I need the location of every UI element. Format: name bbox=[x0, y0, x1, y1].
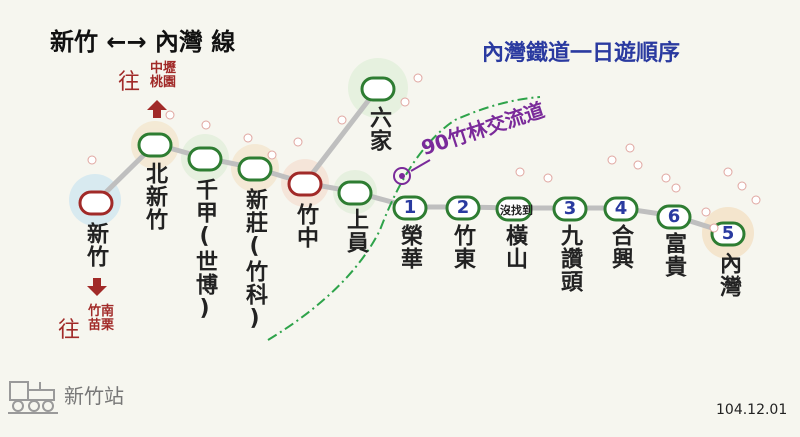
north-direction-dest: 中壢 桃園 bbox=[150, 62, 176, 90]
footer-station-label: 新竹站 bbox=[64, 384, 124, 408]
south-dest-line2: 苗栗 bbox=[88, 318, 115, 333]
station-label: 合興 bbox=[608, 224, 633, 270]
footer-date: 104.12.01 bbox=[716, 402, 788, 418]
station-label: 北新竹 bbox=[142, 162, 167, 231]
station-label: 六家 bbox=[366, 106, 391, 152]
station-label: 富貴 bbox=[661, 232, 686, 278]
visit-order-number: 1 bbox=[403, 197, 417, 218]
station-fugui[interactable] bbox=[656, 204, 692, 230]
station-label: 竹東 bbox=[450, 224, 475, 270]
not-found-note: 沒找到 bbox=[500, 204, 533, 217]
station-ronghua[interactable] bbox=[392, 195, 428, 221]
station-north-hsinchu[interactable] bbox=[137, 132, 173, 158]
station-label: 千甲(世博) bbox=[192, 178, 217, 322]
exit-pointer bbox=[410, 159, 431, 172]
map-title: 新竹 ←→ 內灣 線 bbox=[50, 28, 236, 56]
map-subtitle: 內灣鐵道一日遊順序 bbox=[482, 41, 681, 66]
station-xinzhuang[interactable] bbox=[237, 156, 273, 182]
station-label: 九讚頭 bbox=[557, 224, 582, 293]
visit-order-number: 4 bbox=[614, 198, 628, 219]
station-qianjia[interactable] bbox=[187, 146, 223, 172]
train-icon bbox=[8, 381, 58, 414]
exit-marker-dot bbox=[399, 173, 405, 179]
south-dest-line1: 竹南 bbox=[88, 304, 115, 319]
station-label: 新莊(竹科) bbox=[242, 188, 267, 332]
south-direction-dest: 竹南 苗栗 bbox=[88, 305, 114, 333]
exit-marker bbox=[393, 167, 411, 185]
station-shangyuan[interactable] bbox=[337, 180, 373, 206]
station-hengshan[interactable] bbox=[495, 196, 533, 222]
visit-order-number: 5 bbox=[721, 223, 735, 244]
station-label: 新竹 bbox=[83, 222, 108, 268]
station-neiwan[interactable] bbox=[710, 221, 746, 247]
visit-order-number: 2 bbox=[456, 197, 470, 218]
station-label: 內灣 bbox=[716, 252, 741, 298]
station-zhuzhong[interactable] bbox=[287, 171, 323, 197]
visit-order-number: 3 bbox=[563, 198, 577, 219]
station-label: 上員 bbox=[343, 208, 368, 254]
station-liujia[interactable] bbox=[360, 76, 396, 102]
station-jiuzantou[interactable] bbox=[552, 196, 588, 222]
station-label: 榮華 bbox=[397, 224, 422, 270]
north-arrow bbox=[147, 100, 167, 118]
visit-order-number: 6 bbox=[667, 206, 681, 227]
north-dest-line1: 中壢 bbox=[150, 61, 177, 76]
south-arrow bbox=[87, 278, 107, 296]
station-hsinchu[interactable] bbox=[78, 190, 114, 216]
station-label: 竹中 bbox=[293, 203, 318, 249]
station-label: 橫山 bbox=[502, 224, 527, 270]
station-hexing[interactable] bbox=[603, 196, 639, 222]
cherry-blossom-icons bbox=[87, 73, 761, 233]
south-direction-prefix: 往 bbox=[58, 318, 81, 343]
north-direction-prefix: 往 bbox=[118, 70, 141, 95]
station-zhudong[interactable] bbox=[445, 195, 481, 221]
station-markers bbox=[78, 76, 746, 247]
north-dest-line2: 桃園 bbox=[150, 75, 177, 90]
